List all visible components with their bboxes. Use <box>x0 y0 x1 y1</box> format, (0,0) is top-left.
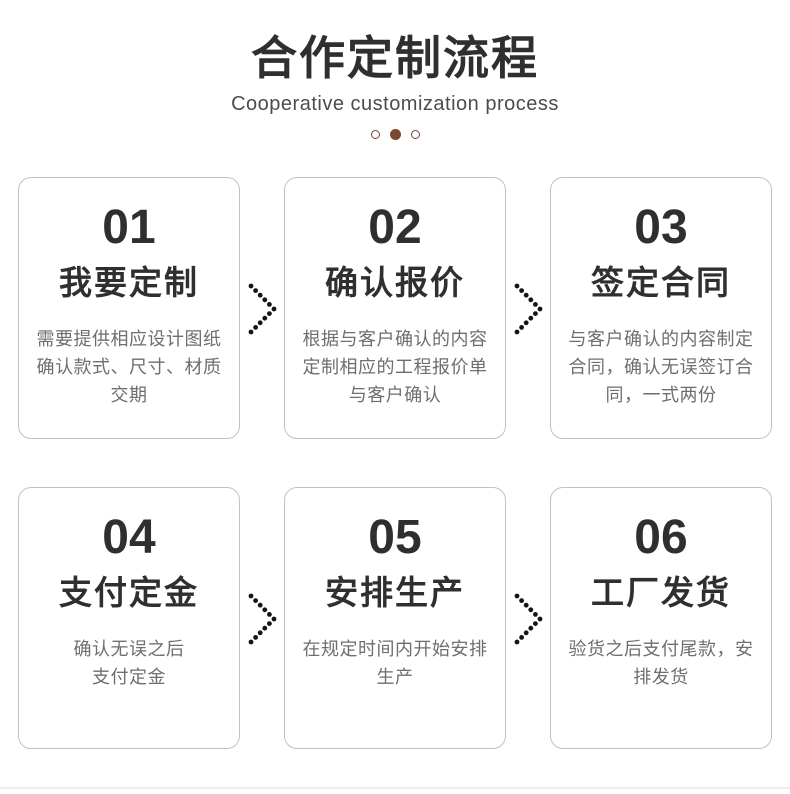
step-title: 工厂发货 <box>591 573 731 611</box>
step-description: 确认无误之后 支付定金 <box>73 639 185 688</box>
carousel-dot-active-icon <box>389 129 401 141</box>
step-card-1: 01 我要定制 需要提供相应设计图纸 确认款式、尺寸、材质 交期 <box>18 176 240 439</box>
step-title: 确认报价 <box>325 263 465 301</box>
page-title: 合作定制流程 <box>251 32 539 84</box>
step-card-4: 04 支付定金 确认无误之后 支付定金 <box>18 486 240 749</box>
step-card-2: 02 确认报价 根据与客户确认的内容 定制相应的工程报价单 与客户确认 <box>284 176 506 439</box>
header: 合作定制流程 Cooperative customization process <box>0 0 790 141</box>
carousel-dots <box>0 129 790 141</box>
step-title: 安排生产 <box>325 573 465 611</box>
step-description: 根据与客户确认的内容 定制相应的工程报价单 与客户确认 <box>302 329 488 406</box>
step-number: 06 <box>634 510 688 564</box>
step-description: 在规定时间内开始安排 生产 <box>302 639 488 688</box>
bottom-divider <box>0 787 790 789</box>
step-title: 支付定金 <box>59 573 199 611</box>
steps-row-bottom: 04 支付定金 确认无误之后 支付定金 05 安排生产 在规定时间内开始安排 生… <box>0 486 790 749</box>
step-description: 需要提供相应设计图纸 确认款式、尺寸、材质 交期 <box>36 329 222 406</box>
dotted-arrow-icon <box>506 588 550 648</box>
step-title: 签定合同 <box>591 263 731 301</box>
step-card-3: 03 签定合同 与客户确认的内容制定 合同，确认无误签订合 同，一式两份 <box>550 176 772 439</box>
step-card-6: 06 工厂发货 验货之后支付尾款，安 排发货 <box>550 486 772 749</box>
dotted-arrow-icon <box>240 588 284 648</box>
dotted-arrow-icon <box>240 278 284 338</box>
steps-grid: 01 我要定制 需要提供相应设计图纸 确认款式、尺寸、材质 交期 02 确认报价… <box>0 176 790 749</box>
dotted-arrow-icon <box>506 278 550 338</box>
steps-row-top: 01 我要定制 需要提供相应设计图纸 确认款式、尺寸、材质 交期 02 确认报价… <box>0 176 790 439</box>
step-number: 03 <box>634 200 688 254</box>
step-description: 验货之后支付尾款，安 排发货 <box>568 639 754 688</box>
page-subtitle: Cooperative customization process <box>231 92 559 115</box>
step-number: 04 <box>102 510 156 564</box>
step-number: 05 <box>368 510 422 564</box>
step-title: 我要定制 <box>59 263 199 301</box>
step-description: 与客户确认的内容制定 合同，确认无误签订合 同，一式两份 <box>568 329 754 406</box>
step-number: 01 <box>102 200 156 254</box>
carousel-dot-icon <box>410 130 420 140</box>
carousel-dot-icon <box>370 130 380 140</box>
step-number: 02 <box>368 200 422 254</box>
step-card-5: 05 安排生产 在规定时间内开始安排 生产 <box>284 486 506 749</box>
